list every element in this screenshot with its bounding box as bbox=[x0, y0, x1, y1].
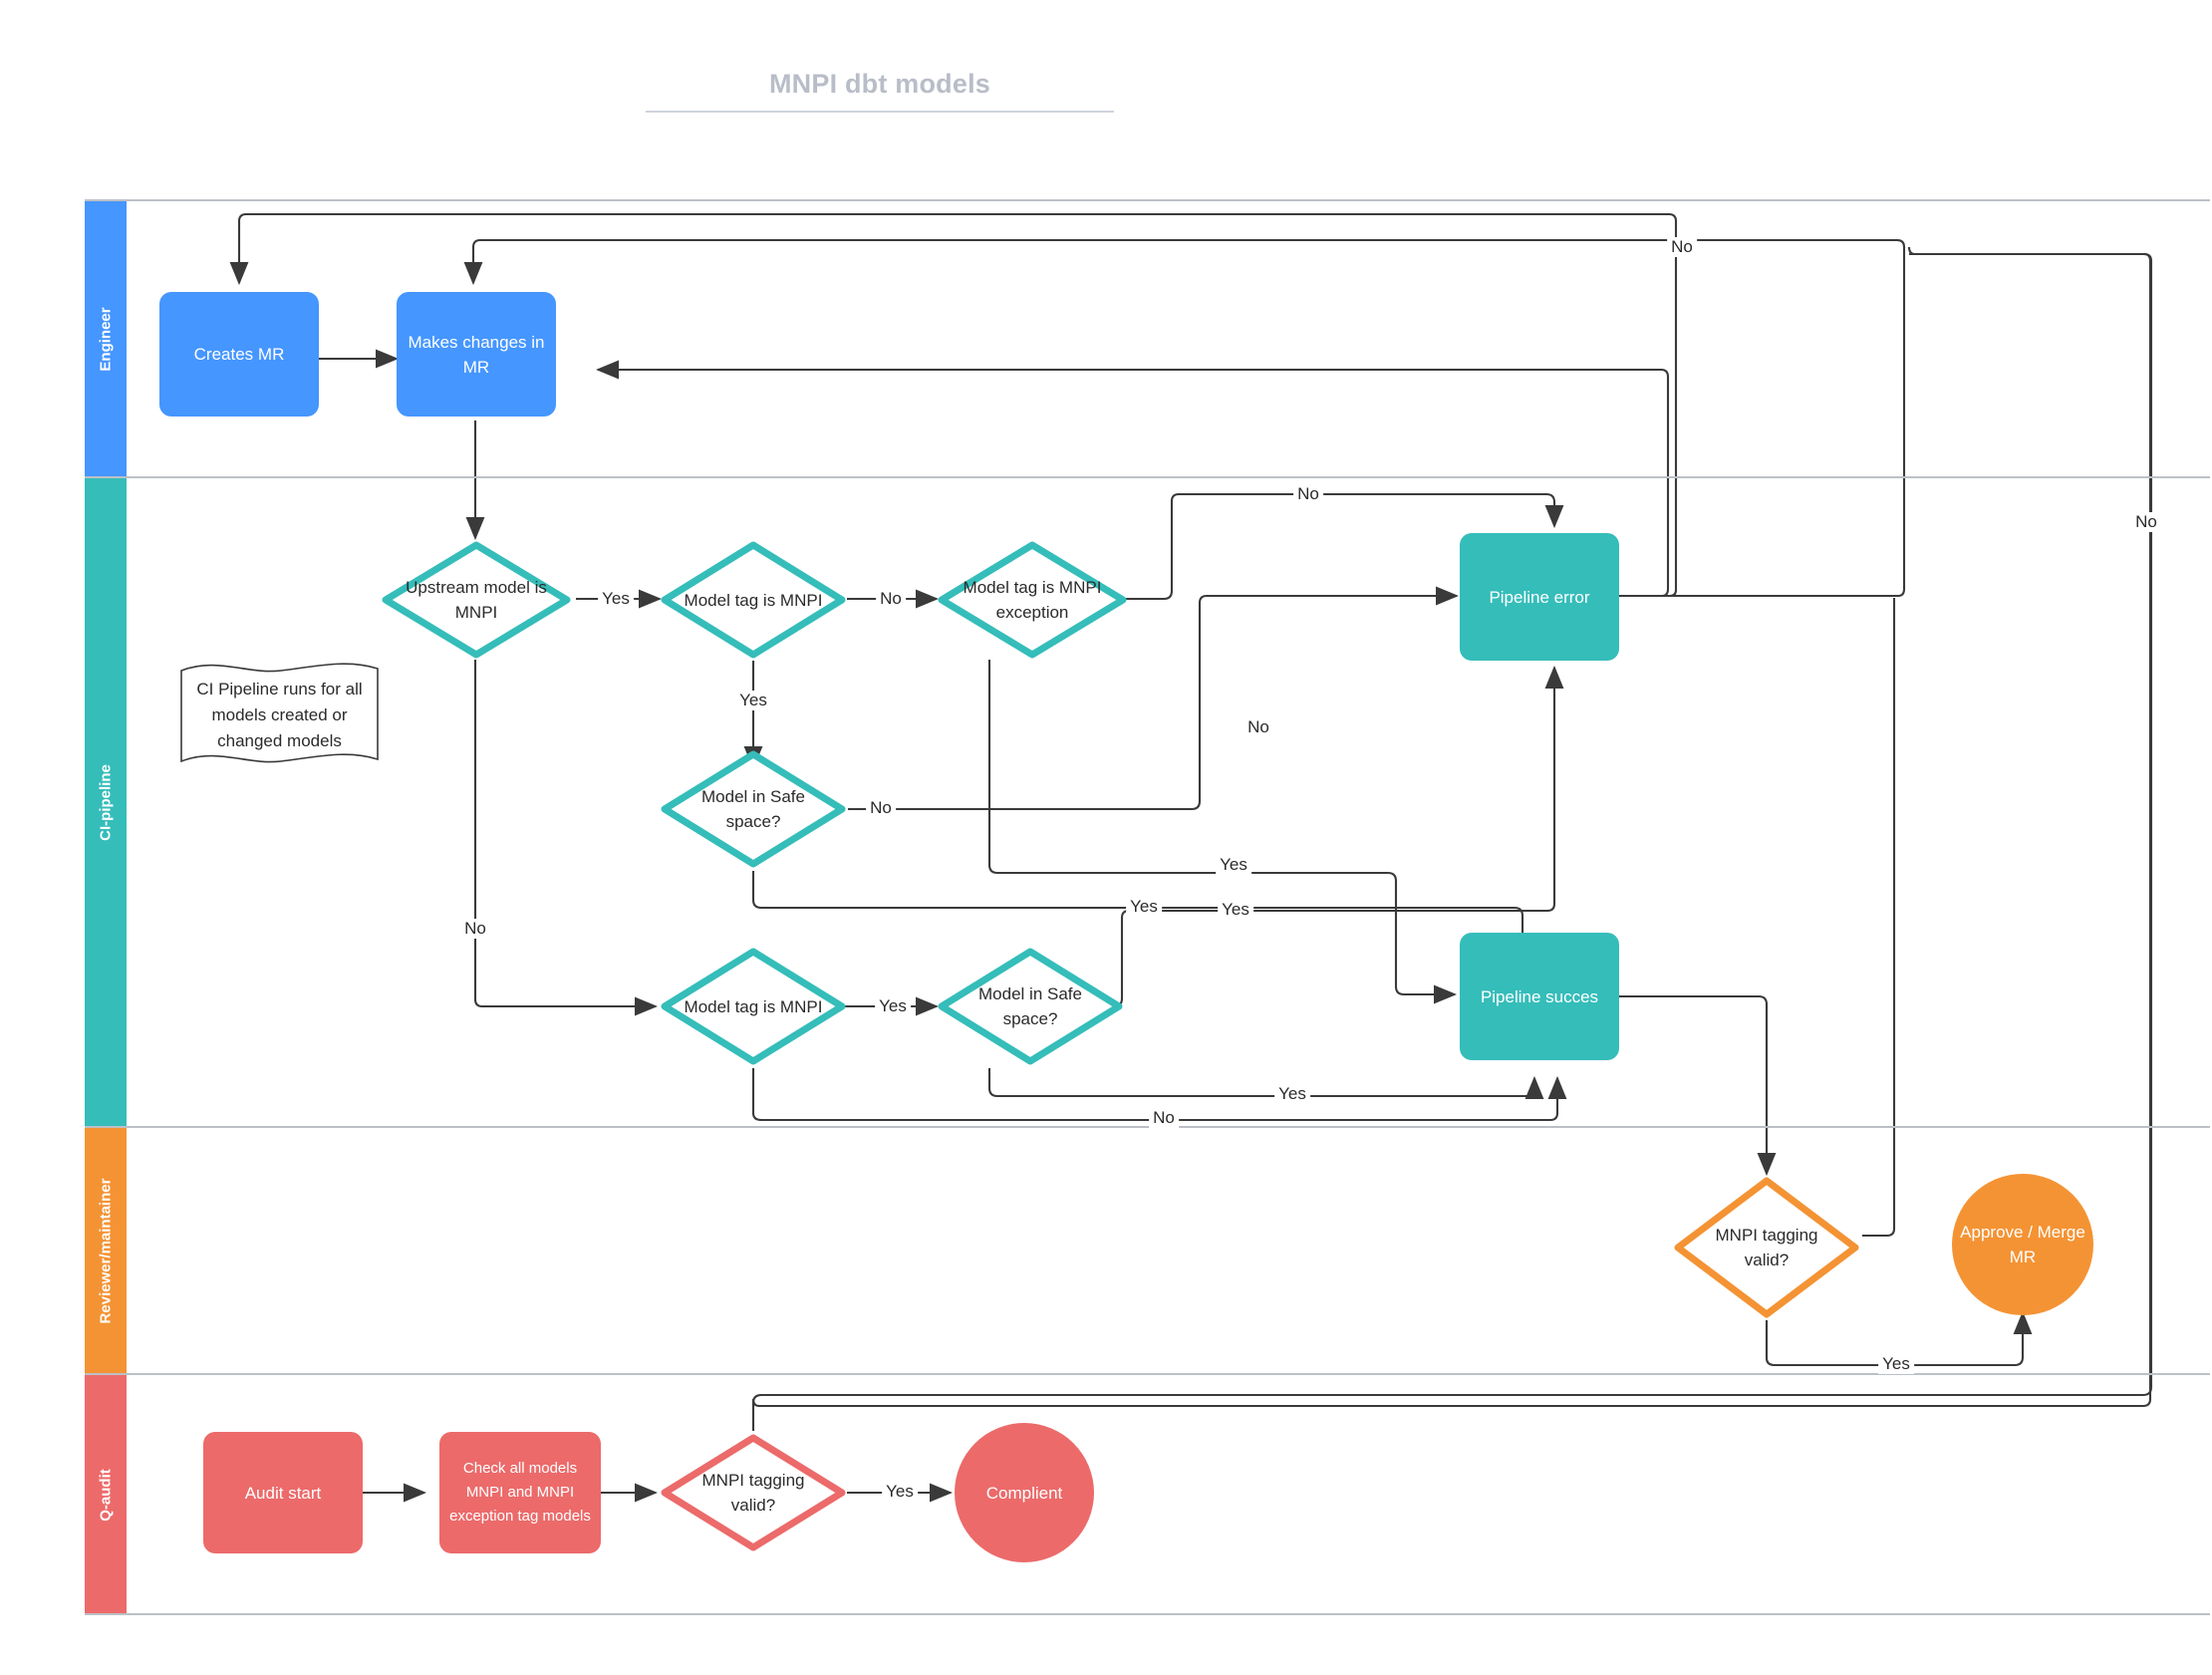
lane-rule-top bbox=[85, 199, 2210, 201]
edge-label-error-to-changes-no: No bbox=[1667, 237, 1697, 257]
node-mnpi-tagging-valid-qaudit[interactable]: MNPI tagging valid? bbox=[658, 1431, 849, 1554]
diamond-shape bbox=[938, 948, 1123, 1065]
node-complient-label: Complient bbox=[985, 1483, 1063, 1503]
note-shape bbox=[180, 663, 379, 763]
node-complient[interactable]: Complient bbox=[955, 1423, 1094, 1562]
diamond-shape bbox=[661, 541, 846, 659]
edge-label-review-no: No bbox=[2131, 512, 2161, 532]
node-pipeline-error-label: Pipeline error bbox=[1489, 587, 1590, 607]
lane-band-engineer: Engineer bbox=[85, 201, 127, 476]
node-makes-changes-in-mr[interactable]: Makes changes in MR bbox=[397, 292, 556, 417]
title-underline bbox=[646, 111, 1114, 113]
edge-label-exception-no: No bbox=[1293, 484, 1323, 504]
diamond-shape bbox=[1674, 1177, 1859, 1318]
edge-label-upstream-yes: Yes bbox=[598, 589, 634, 609]
edge-label-tag2-yes: Yes bbox=[875, 996, 911, 1016]
node-check-all-models[interactable]: Check all models MNPI and MNPI exception… bbox=[439, 1432, 601, 1553]
node-model-tag-is-mnpi-exception[interactable]: Model tag is MNPI exception bbox=[935, 538, 1130, 662]
lane-band-reviewer: Reviewer/maintainer bbox=[85, 1128, 127, 1373]
edge-label-tag2-no: No bbox=[1149, 1108, 1179, 1128]
node-makes-changes-in-mr-label: Makes changes in MR bbox=[408, 332, 545, 377]
edge-label-error-no: No bbox=[1244, 717, 1273, 737]
lane-rule-ci-reviewer bbox=[85, 1126, 2210, 1128]
node-creates-mr[interactable]: Creates MR bbox=[159, 292, 319, 417]
lane-band-q-audit: Q-audit bbox=[85, 1375, 127, 1613]
edge-label-safe2-yes-bottom: Yes bbox=[1274, 1084, 1310, 1104]
lane-rule-reviewer-qaudit bbox=[85, 1373, 2210, 1375]
node-model-tag-is-mnpi-exception-label: Model tag is MNPI exception bbox=[963, 578, 1102, 622]
node-mnpi-tagging-valid-reviewer[interactable]: MNPI tagging valid? bbox=[1671, 1174, 1862, 1321]
diamond-shape bbox=[661, 948, 846, 1065]
node-model-tag-is-mnpi-2[interactable]: Model tag is MNPI bbox=[658, 945, 849, 1068]
edge-label-tag1-no: No bbox=[876, 589, 906, 609]
lane-label-q-audit: Q-audit bbox=[97, 1469, 115, 1522]
node-upstream-model-is-mnpi[interactable]: Upstream model is MNPI bbox=[379, 538, 574, 662]
node-upstream-model-is-mnpi-label: Upstream model is MNPI bbox=[406, 578, 547, 622]
node-pipeline-error[interactable]: Pipeline error bbox=[1460, 533, 1619, 661]
node-audit-start[interactable]: Audit start bbox=[203, 1432, 363, 1553]
node-mnpi-tagging-valid-qaudit-label: MNPI tagging valid? bbox=[701, 1471, 805, 1515]
edge-label-review-yes: Yes bbox=[1878, 1354, 1914, 1374]
node-model-in-safe-space-1[interactable]: Model in Safe space? bbox=[658, 747, 849, 871]
edge-label-audit-yes: Yes bbox=[882, 1482, 918, 1502]
node-pipeline-success[interactable]: Pipeline succes bbox=[1460, 933, 1619, 1060]
lane-rule-engineer-ci bbox=[85, 476, 2210, 478]
node-check-all-models-label: Check all models MNPI and MNPI exception… bbox=[449, 1460, 591, 1525]
lane-label-ci-pipeline: CI-pipeline bbox=[97, 764, 115, 841]
diamond-shape bbox=[661, 1434, 846, 1551]
node-model-tag-is-mnpi-1[interactable]: Model tag is MNPI bbox=[658, 538, 849, 662]
ci-pipeline-note: CI Pipeline runs for all models created … bbox=[177, 661, 382, 770]
edge-label-safe2-yes-top: Yes bbox=[1218, 900, 1253, 920]
lane-rule-bottom bbox=[85, 1613, 2210, 1615]
node-mnpi-tagging-valid-reviewer-label: MNPI tagging valid? bbox=[1715, 1226, 1818, 1269]
edge-label-upstream-no: No bbox=[460, 919, 490, 939]
node-pipeline-success-label: Pipeline succes bbox=[1480, 986, 1599, 1006]
lane-label-reviewer: Reviewer/maintainer bbox=[97, 1178, 115, 1324]
lane-label-engineer: Engineer bbox=[97, 307, 115, 372]
page-title-text: MNPI dbt models bbox=[768, 69, 990, 99]
ci-pipeline-note-text: CI Pipeline runs for all models created … bbox=[196, 680, 363, 750]
diamond-shape bbox=[938, 541, 1127, 659]
node-approve-merge-mr-label: Approve / Merge MR bbox=[1960, 1223, 2085, 1266]
node-approve-merge-mr[interactable]: Approve / Merge MR bbox=[1952, 1174, 2093, 1315]
node-model-in-safe-space-1-label: Model in Safe space? bbox=[701, 787, 805, 831]
diamond-shape bbox=[382, 541, 571, 659]
diamond-shape bbox=[661, 750, 846, 868]
edge-label-tag1-yes: Yes bbox=[735, 691, 771, 710]
node-model-tag-is-mnpi-2-label: Model tag is MNPI bbox=[684, 996, 823, 1016]
edge-label-safe1-no: No bbox=[866, 798, 896, 818]
node-model-in-safe-space-2-label: Model in Safe space? bbox=[978, 984, 1082, 1028]
edge-label-exception-yes: Yes bbox=[1216, 855, 1251, 875]
edge-label-safe1-yes: Yes bbox=[1126, 897, 1162, 917]
page-title: MNPI dbt models bbox=[646, 68, 1114, 100]
node-creates-mr-label: Creates MR bbox=[193, 345, 285, 364]
node-audit-start-label: Audit start bbox=[244, 1483, 322, 1503]
node-model-tag-is-mnpi-1-label: Model tag is MNPI bbox=[684, 590, 823, 610]
lane-band-ci-pipeline: CI-pipeline bbox=[85, 478, 127, 1126]
node-model-in-safe-space-2[interactable]: Model in Safe space? bbox=[935, 945, 1126, 1068]
